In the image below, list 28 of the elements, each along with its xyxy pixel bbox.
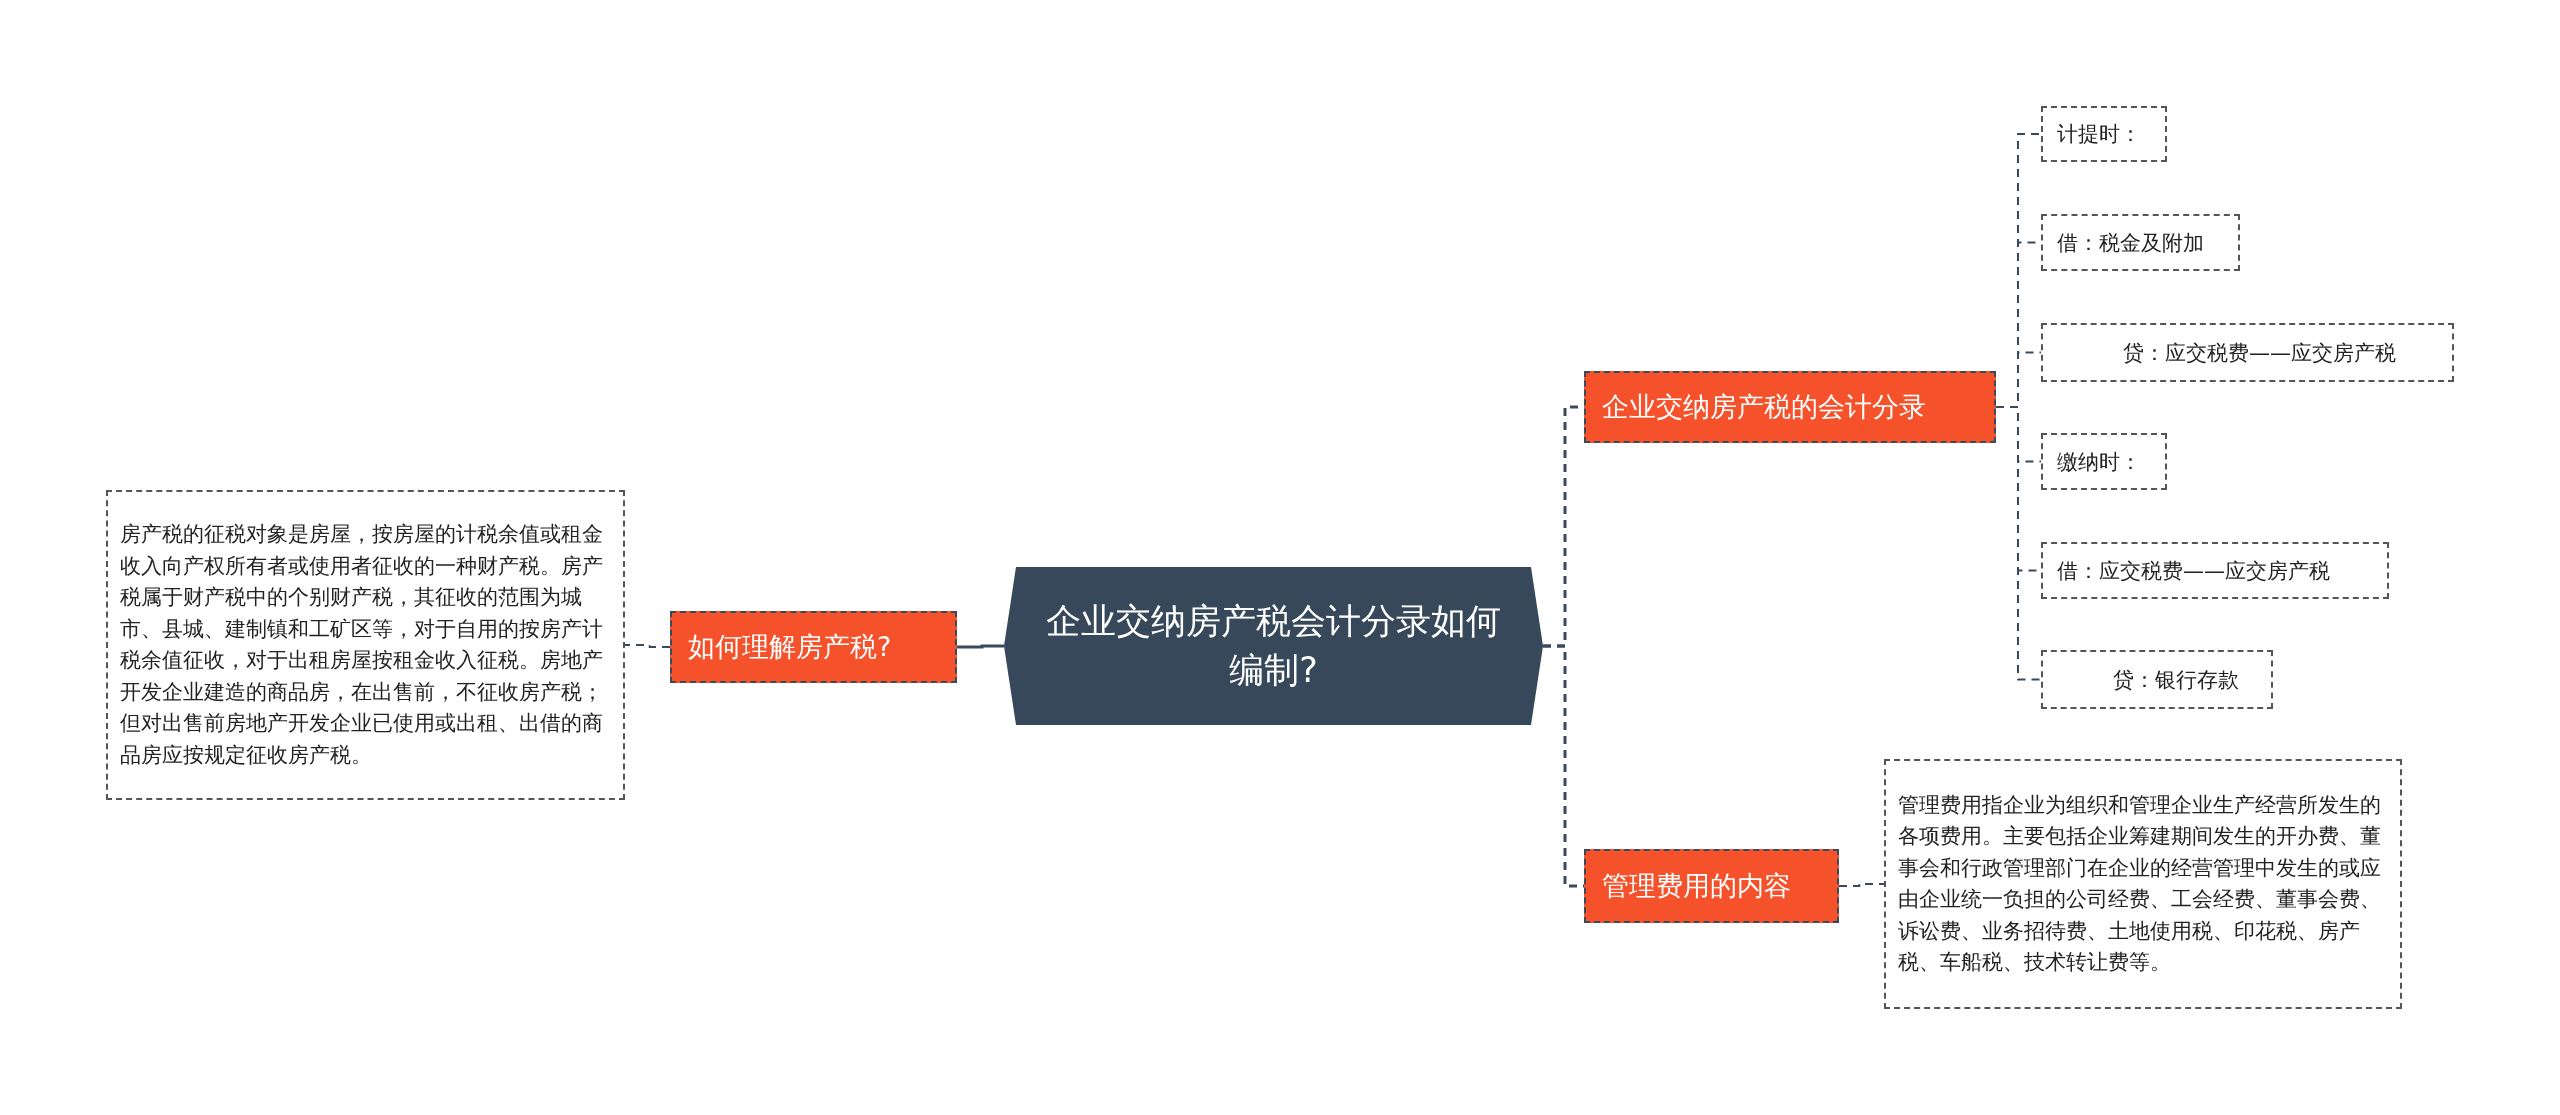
- subtopic-box: [2041, 323, 2454, 382]
- node-text: 企业交纳房产税会计分录如何编制?: [1045, 600, 1502, 692]
- node-text: 企业交纳房产税的会计分录: [1602, 390, 1926, 424]
- subtopic-box: [2041, 433, 2167, 490]
- node-text: 贷：银行存款: [2113, 666, 2239, 694]
- connector-line: [957, 644, 1004, 649]
- connector-line: [1995, 406, 2042, 681]
- node-text: 房产税的征税对象是房屋，按房屋的计税余值或租金收入向产权所有者或使用者征收的一种财产税。房产税属于财产税中的个别财产税，其征收的范围为城市、县城、建制镇和工矿区等，对于自用的按房产计税余值征收，对于出租房屋按租金收入征税。房地产开发企业建造的商品房，在出售前，不征收房产税；但对出售前房地产开发企业已使用或出租、出借的商品房应按规定征收房产税。: [120, 521, 604, 769]
- connector-line: [1838, 883, 1885, 887]
- node-text: 管理费用的内容: [1602, 869, 1791, 903]
- note-box: [106, 490, 625, 800]
- node-text: 计提时：: [2057, 121, 2141, 148]
- central-topic: [1004, 567, 1543, 725]
- node-text: 借：应交税费——应交房产税: [2057, 557, 2330, 585]
- subtopic-box: [2041, 650, 2273, 709]
- node-text: 如何理解房产税?: [688, 630, 892, 664]
- node-text: 贷：应交税费——应交房产税: [2123, 339, 2396, 367]
- subtopic-box: [2041, 106, 2167, 162]
- subtopic-box: [2041, 542, 2389, 599]
- subtopic-box: [2041, 214, 2240, 271]
- topic-box: [1584, 371, 1996, 443]
- topic-box: [670, 611, 957, 683]
- node-text: 借：税金及附加: [2057, 229, 2204, 257]
- connector-line: [624, 644, 671, 648]
- note-box: [1884, 759, 2402, 1009]
- topic-box: [1584, 849, 1839, 923]
- node-text: 管理费用指企业为组织和管理企业生产经营所发生的各项费用。主要包括企业筹建期间发生的开办费、董事会和行政管理部门在企业的经营管理中发生的或应由企业统一负担的公司经费、工会经费、董事会费、诉讼费、业务招待费、土地使用税、印花税、房产税、车船税、技术转让费等。: [1898, 791, 2382, 976]
- node-text: 缴纳时：: [2057, 448, 2141, 476]
